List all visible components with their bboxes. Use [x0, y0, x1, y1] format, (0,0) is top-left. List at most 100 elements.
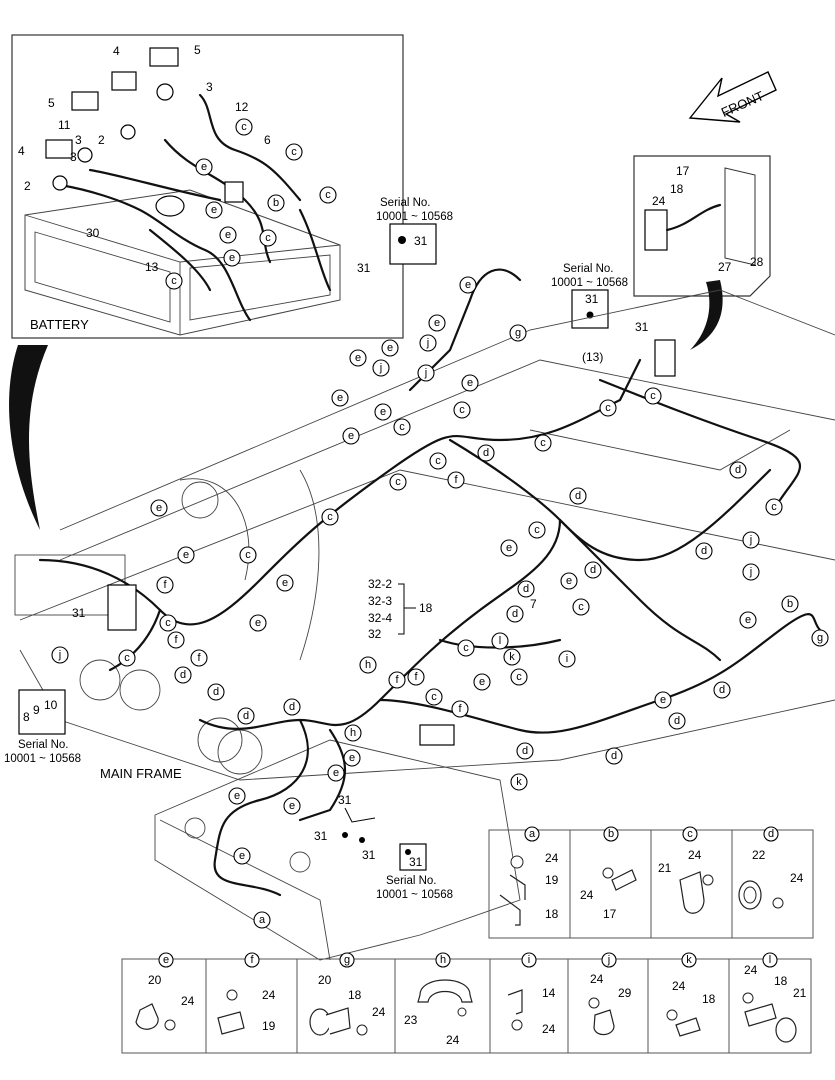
- svg-text:e: e: [333, 767, 339, 779]
- svg-text:f: f: [163, 579, 167, 591]
- svg-text:29: 29: [618, 986, 632, 1000]
- detail-panels-row2: e 20 24 f 24 19 g 20 18 24 h 23 24 i 14 …: [121, 952, 812, 1054]
- svg-text:j: j: [379, 362, 382, 374]
- svg-text:c: c: [245, 549, 251, 561]
- svg-text:h: h: [365, 659, 371, 671]
- svg-text:j: j: [58, 649, 61, 661]
- svg-text:24: 24: [542, 1022, 556, 1036]
- svg-text:k: k: [509, 651, 515, 663]
- svg-text:24: 24: [545, 851, 559, 865]
- svg-text:d: d: [512, 608, 518, 620]
- svg-text:d: d: [735, 464, 741, 476]
- svg-text:21: 21: [658, 861, 672, 875]
- part-32-labels: 32-2 32-3 32-4 32 18 7: [368, 577, 537, 641]
- svg-text:e: e: [229, 252, 235, 264]
- svg-text:13: 13: [145, 260, 159, 274]
- svg-text:e: e: [239, 850, 245, 862]
- svg-text:c: c: [124, 652, 130, 664]
- svg-text:e: e: [745, 614, 751, 626]
- svg-text:18: 18: [702, 992, 716, 1006]
- svg-text:24: 24: [790, 871, 804, 885]
- svg-text:e: e: [349, 752, 355, 764]
- svg-text:j: j: [749, 534, 752, 546]
- svg-text:d: d: [719, 684, 725, 696]
- svg-text:e: e: [183, 549, 189, 561]
- svg-text:i: i: [528, 954, 530, 966]
- svg-text:f: f: [458, 703, 462, 715]
- svg-text:j: j: [426, 337, 429, 349]
- svg-text:d: d: [523, 583, 529, 595]
- svg-text:32: 32: [368, 627, 382, 641]
- svg-text:6: 6: [264, 133, 271, 147]
- svg-text:c: c: [325, 189, 331, 201]
- svg-text:f: f: [197, 652, 201, 664]
- svg-text:e: e: [660, 694, 666, 706]
- svg-text:31: 31: [585, 292, 599, 306]
- svg-text:Serial No.: Serial No.: [563, 263, 614, 275]
- svg-text:e: e: [348, 430, 354, 442]
- battery-relay: [107, 584, 137, 631]
- svg-text:c: c: [605, 402, 611, 414]
- svg-text:(13): (13): [582, 350, 603, 364]
- svg-text:c: c: [165, 617, 171, 629]
- svg-text:24: 24: [590, 972, 604, 986]
- svg-text:4: 4: [113, 44, 120, 58]
- svg-text:18: 18: [545, 907, 559, 921]
- svg-text:c: c: [395, 476, 401, 488]
- svg-text:24: 24: [744, 963, 758, 977]
- svg-text:32-2: 32-2: [368, 577, 392, 591]
- svg-text:d: d: [768, 828, 774, 840]
- svg-text:e: e: [289, 800, 295, 812]
- svg-text:31: 31: [357, 261, 371, 275]
- svg-text:c: c: [463, 642, 469, 654]
- svg-text:c: c: [578, 601, 584, 613]
- svg-text:24: 24: [446, 1033, 460, 1047]
- svg-text:d: d: [590, 564, 596, 576]
- svg-text:c: c: [241, 121, 247, 133]
- svg-text:d: d: [522, 745, 528, 757]
- svg-text:31: 31: [362, 848, 376, 862]
- battery-callouts: c c e b c e e c e c: [165, 118, 337, 290]
- part-7-area: 31 31 31: [314, 793, 376, 862]
- svg-text:18: 18: [419, 601, 433, 615]
- svg-text:d: d: [213, 686, 219, 698]
- svg-text:17: 17: [603, 907, 617, 921]
- svg-text:d: d: [611, 750, 617, 762]
- svg-text:e: e: [201, 161, 207, 173]
- svg-text:g: g: [344, 954, 350, 966]
- svg-text:19: 19: [545, 873, 559, 887]
- svg-text:31: 31: [414, 234, 428, 248]
- svg-text:b: b: [608, 828, 614, 840]
- svg-text:32-3: 32-3: [368, 594, 392, 608]
- battery-block: [24, 189, 341, 336]
- svg-text:b: b: [787, 598, 793, 610]
- svg-text:7: 7: [530, 597, 537, 611]
- terminal-cover-4a: [111, 71, 137, 91]
- svg-text:e: e: [465, 279, 471, 291]
- svg-text:10: 10: [44, 698, 58, 712]
- svg-text:3: 3: [206, 80, 213, 94]
- svg-text:l: l: [499, 635, 501, 647]
- svg-text:2: 2: [98, 133, 105, 147]
- svg-text:g: g: [817, 632, 823, 644]
- svg-text:e: e: [387, 342, 393, 354]
- svg-text:3: 3: [75, 133, 82, 147]
- battery-inset-frame: [11, 34, 404, 339]
- svg-text:10001 ~ 10568: 10001 ~ 10568: [551, 277, 628, 289]
- svg-text:10001 ~ 10568: 10001 ~ 10568: [4, 753, 81, 765]
- svg-text:e: e: [467, 377, 473, 389]
- main-frame-title: MAIN FRAME: [100, 766, 182, 781]
- svg-text:10001 ~ 10568: 10001 ~ 10568: [376, 889, 453, 901]
- svg-text:e: e: [337, 392, 343, 404]
- svg-text:j: j: [607, 954, 610, 966]
- svg-text:5: 5: [194, 43, 201, 57]
- svg-text:d: d: [701, 545, 707, 557]
- svg-text:24: 24: [372, 1005, 386, 1019]
- svg-text:c: c: [265, 232, 271, 244]
- serial-box-bottom: 31 Serial No. 10001 ~ 10568: [376, 843, 453, 901]
- svg-text:e: e: [156, 502, 162, 514]
- svg-text:e: e: [282, 577, 288, 589]
- svg-text:e: e: [434, 317, 440, 329]
- main-frame-structure: [14, 289, 835, 961]
